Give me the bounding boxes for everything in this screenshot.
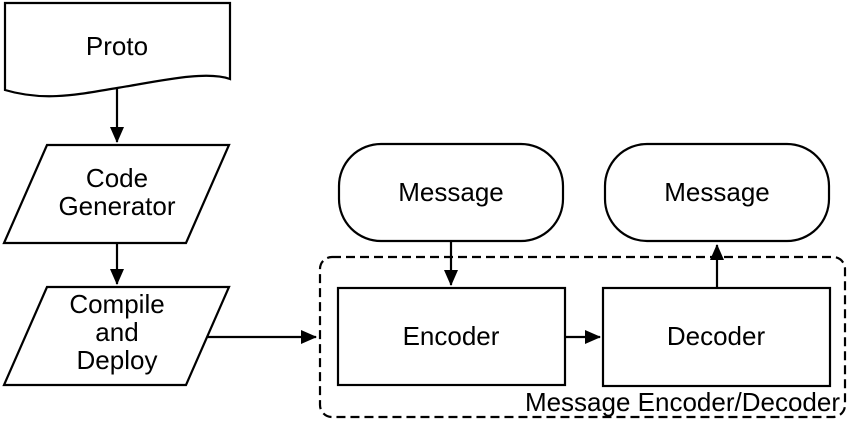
encoder-label: Encoder	[403, 321, 500, 351]
decoder-label: Decoder	[667, 321, 766, 351]
compile-deploy-label-line1: Compile	[69, 289, 164, 319]
proto-document-node	[3, 1, 232, 98]
compile-deploy-label-line2: and	[95, 317, 138, 347]
container-label: Message Encoder/Decoder	[525, 387, 840, 417]
message-encoder-decoder-container	[318, 255, 847, 419]
message-output-label: Message	[664, 177, 770, 207]
compile-deploy-node	[2, 285, 231, 387]
code-generator-label-line2: Generator	[58, 191, 175, 221]
proto-label: Proto	[86, 31, 148, 61]
message-output-node	[603, 142, 831, 243]
message-input-label: Message	[398, 177, 504, 207]
compile-deploy-label-line3: Deploy	[77, 345, 158, 375]
code-generator-node	[2, 143, 231, 245]
code-generator-label-line1: Code	[86, 163, 148, 193]
